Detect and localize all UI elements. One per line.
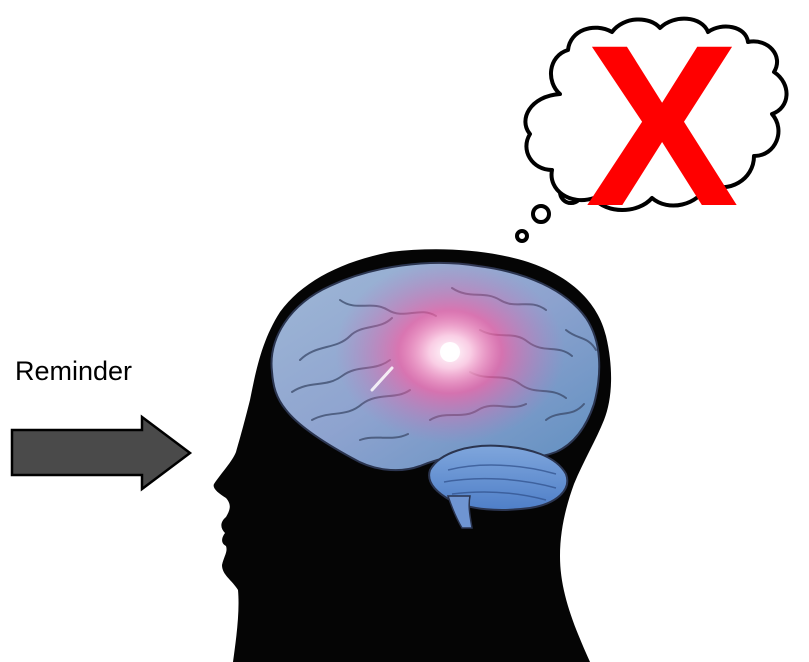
cross-icon: X — [585, 0, 738, 254]
reminder-label: Reminder — [15, 356, 132, 387]
right-arrow-icon — [12, 417, 190, 489]
